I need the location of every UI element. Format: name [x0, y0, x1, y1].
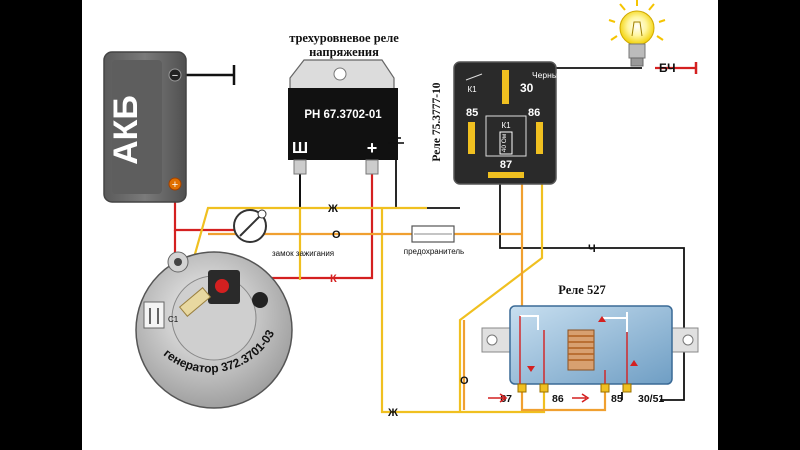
battery-minus-terminal — [168, 68, 182, 82]
wire-labels: Ж О К Ч О Ж — [327, 203, 596, 419]
wire-label-ch: Ч — [588, 243, 596, 255]
regulator-title-line2: напряжения — [309, 45, 379, 59]
wire-label-zh2: Ж — [387, 407, 398, 419]
fuse: предохранитель — [404, 225, 464, 256]
relay527-pin85: 85 — [611, 393, 623, 405]
fuse-label: предохранитель — [404, 247, 464, 256]
wire-label-o: О — [332, 229, 341, 241]
relay527-title: Реле 527 — [558, 283, 605, 297]
generator: С1 генератор 372.3701-03 — [135, 251, 293, 409]
relay-main-coil: К1 — [501, 121, 511, 130]
wire-label-zh: Ж — [327, 203, 338, 215]
voltage-regulator: трехуровневое реле напряжения РН 67.3702… — [288, 31, 399, 175]
relay-main-pin87: 87 — [500, 159, 512, 171]
ground-symbol — [388, 132, 404, 144]
wire-label-k: К — [330, 273, 337, 285]
lamp: БЧ — [608, 0, 698, 75]
relay527-pin3051: 30/51 — [638, 393, 664, 405]
relay-main-pin85: 85 — [466, 107, 478, 119]
wire-label-o2: О — [460, 375, 469, 387]
regulator-term-sh: Ш — [292, 140, 308, 157]
relay527-pin86: 86 — [552, 393, 564, 405]
regulator-term-plus: + — [367, 138, 378, 158]
battery-plus-terminal — [168, 177, 182, 191]
ignition-switch: замок зажигания — [233, 209, 334, 258]
relay-main-pin86: 86 — [528, 107, 540, 119]
wire-yellow-zh2 — [298, 208, 460, 414]
relay-main-coil-res: 40 Ом — [501, 133, 508, 152]
ignition-label: замок зажигания — [272, 249, 334, 258]
lamp-label: БЧ — [659, 61, 676, 75]
battery: АКБ − + — [103, 51, 187, 203]
wire-yellow-relay86 — [458, 175, 544, 412]
wire-black-ground-relay — [395, 143, 460, 209]
battery-label: АКБ — [107, 95, 145, 165]
wiring-diagram: АКБ − + трехуровневое реле напряжения РН… — [103, 0, 699, 419]
wire-black-ch — [499, 180, 685, 401]
relay-main-k1-top: К1 — [467, 85, 477, 94]
battery-minus-sign: − — [172, 70, 178, 82]
relay-527: Реле 527 87 86 85 30/51 — [481, 283, 699, 405]
generator-capacitor-label: С1 — [168, 315, 179, 324]
regulator-title-line1: трехуровневое реле — [289, 31, 399, 45]
relay527-pin87: 87 — [500, 393, 512, 405]
diagram-area: АКБ − + трехуровневое реле напряжения РН… — [82, 0, 718, 450]
relay-main-black-label: Черный — [532, 70, 563, 80]
relay-main-pin30: 30 — [520, 81, 534, 95]
main-relay: Реле 75.3777-10 К1 30 85 86 К1 40 Ом 87 … — [431, 61, 563, 185]
wire-yellow-527-86 — [460, 388, 546, 414]
relay-main-title: Реле 75.3777-10 — [431, 82, 443, 161]
battery-plus-sign: + — [172, 179, 178, 191]
regulator-model: РН 67.3702-01 — [304, 109, 382, 121]
